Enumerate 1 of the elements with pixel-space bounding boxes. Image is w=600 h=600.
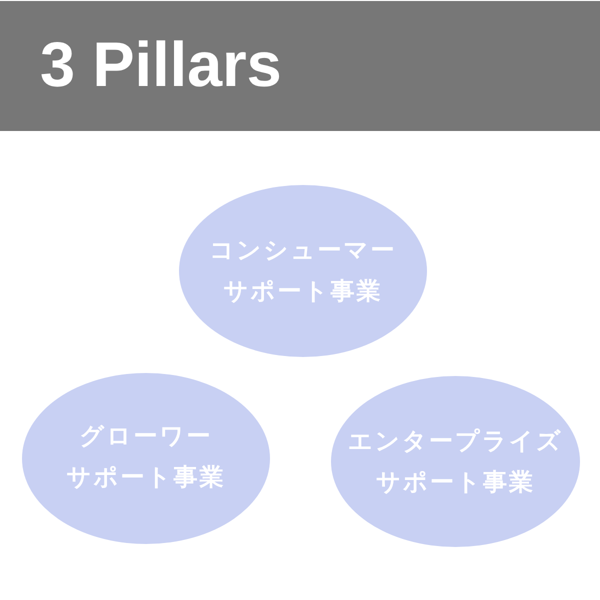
title-text: 3 Pillars bbox=[40, 29, 282, 101]
